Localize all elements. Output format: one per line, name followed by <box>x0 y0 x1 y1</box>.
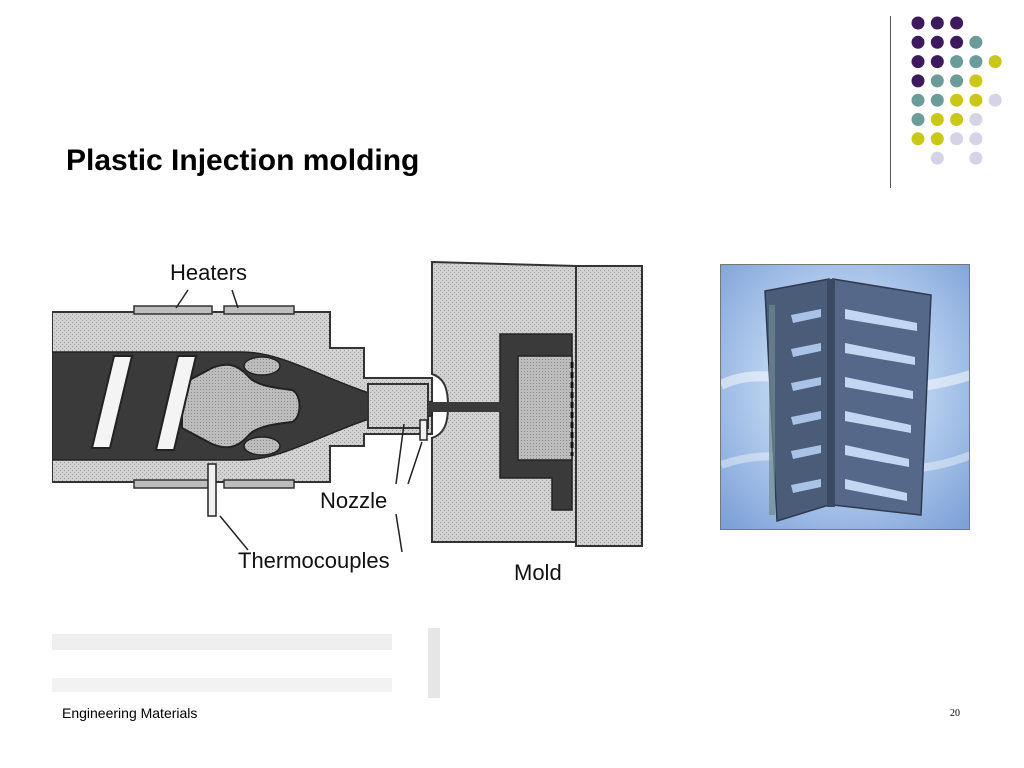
decorative-dot-grid <box>911 16 1002 165</box>
label-nozzle: Nozzle <box>320 488 387 513</box>
check-ring-top <box>243 356 281 376</box>
screw-flight-1 <box>90 355 134 449</box>
page-number: 20 <box>950 708 960 719</box>
decorative-dot <box>930 16 944 30</box>
decorative-dot <box>930 74 944 88</box>
decorative-dot <box>950 16 964 30</box>
screw-flight-2 <box>154 355 198 451</box>
decorative-dot <box>911 113 925 126</box>
decorative-dot <box>950 55 964 69</box>
molded-part-photo <box>720 264 970 530</box>
decorative-dot <box>969 113 983 126</box>
molded-part-illustration <box>721 265 969 529</box>
decorative-dot <box>911 55 925 69</box>
mold-half-right <box>575 265 643 547</box>
decorative-dot <box>930 55 944 69</box>
label-thermocouples: Thermocouples <box>238 548 390 573</box>
check-ring-bottom <box>243 436 281 456</box>
sprue <box>428 402 504 412</box>
decorative-dot <box>969 55 983 69</box>
thermocouple-barrel <box>207 463 217 517</box>
decorative-dot <box>930 113 944 126</box>
decorative-dot <box>911 93 925 107</box>
slide-title: Plastic Injection molding <box>66 144 420 177</box>
decorative-dot <box>969 93 983 107</box>
decorative-divider-line <box>890 16 891 188</box>
thermocouple-nozzle <box>419 419 428 441</box>
heater-band-top-2 <box>223 305 295 315</box>
decorative-dot <box>950 93 964 107</box>
decorative-dot <box>988 93 1002 107</box>
nozzle-fitting <box>367 383 429 429</box>
heater-band-top-1 <box>133 305 213 315</box>
heater-band-bottom-1 <box>133 479 213 489</box>
decorative-dot <box>969 35 983 49</box>
decorative-dot <box>950 132 964 146</box>
injection-molding-diagram: Heaters Nozzle Thermocouples Mold <box>52 260 643 698</box>
decorative-dot <box>950 74 964 88</box>
decorative-dot <box>930 35 944 49</box>
decorative-dot <box>930 93 944 107</box>
decorative-dot <box>969 151 983 165</box>
decorative-dot <box>930 132 944 146</box>
decorative-dot <box>930 151 944 165</box>
decorative-dot <box>950 35 964 49</box>
decorative-dot <box>911 74 925 88</box>
decorative-dot <box>969 74 983 88</box>
mold-core <box>517 355 573 461</box>
screw-tip <box>181 363 301 449</box>
decorative-dot <box>988 55 1002 69</box>
label-heaters: Heaters <box>170 260 247 285</box>
decorative-dot <box>911 16 925 30</box>
decorative-dot <box>969 132 983 146</box>
decorative-dot <box>950 113 964 126</box>
decorative-dot <box>911 35 925 49</box>
decorative-dot <box>911 132 925 146</box>
footer-text: Engineering Materials <box>62 705 198 721</box>
heater-band-bottom-2 <box>223 479 295 489</box>
label-mold: Mold <box>514 560 562 585</box>
